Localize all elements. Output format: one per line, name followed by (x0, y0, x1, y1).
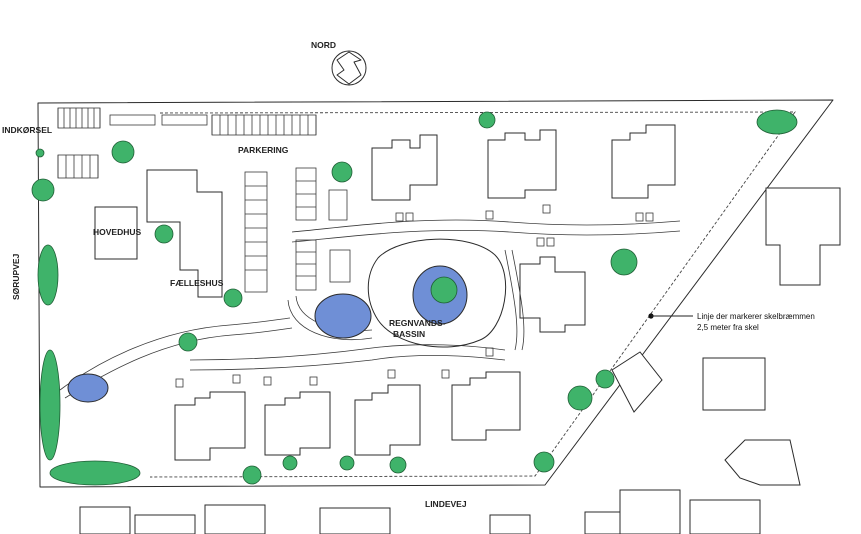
parking-columns-center (244, 167, 351, 293)
basin-ring (367, 238, 507, 348)
rainwater-basin-west (67, 373, 109, 403)
entrance-label: INDKØRSEL (2, 125, 52, 135)
houses-top-row (371, 124, 676, 201)
houses-bottom-row (174, 371, 521, 461)
road-south-label: LINDEVEJ (425, 499, 467, 509)
setback-line (149, 111, 796, 478)
main-house-label: HOVEDHUS (93, 227, 142, 237)
road-west-label: SØRUPVEJ (11, 253, 21, 300)
parking-rows-top (57, 107, 317, 179)
footpaths (59, 219, 681, 399)
parking-label: PARKERING (238, 145, 289, 155)
note-line-2: 2,5 meter fra skel (697, 323, 759, 332)
tree-icon (31, 109, 798, 486)
neighbour-buildings (79, 187, 841, 534)
rainwater-basin-small (314, 293, 372, 339)
north-arrow-icon (331, 50, 367, 86)
house-right-cluster (519, 256, 586, 333)
basin-label-1: REGNVANDS- (389, 318, 446, 328)
common-house-label: FÆLLESHUS (170, 278, 224, 288)
north-label: NORD (311, 40, 336, 50)
main-house-building (146, 169, 223, 298)
main-house-block (94, 206, 138, 260)
site-boundary (37, 99, 834, 488)
basin-label-2: BASSIN (393, 329, 425, 339)
small-sheds (175, 204, 654, 388)
note-line-1: Linje der markerer skelbræmmen (697, 312, 815, 321)
